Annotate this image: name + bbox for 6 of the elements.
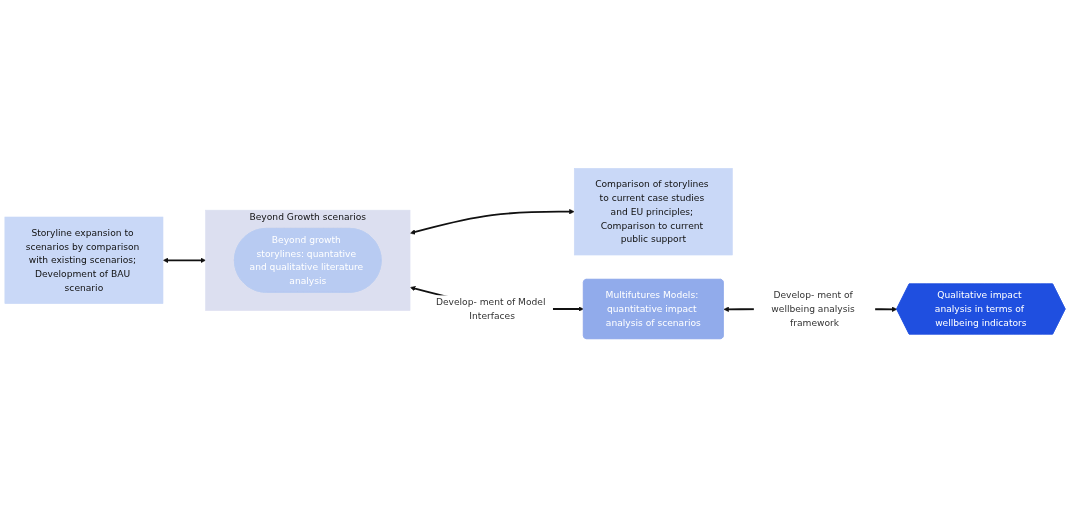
node-box: Comparison of storylines to current case studies and EU principles; Comparison to current public support <box>573 168 733 256</box>
edge-label: Develop- ment of Model Interfaces <box>435 296 546 322</box>
arrow <box>163 257 206 263</box>
edge-label: Develop- ment of wellbeing analysis framework <box>771 289 855 328</box>
node-box: Storyline expansion to scenarios by comparison with existing scenarios; Development of BAU scenario <box>4 216 164 304</box>
arrow <box>410 209 575 235</box>
